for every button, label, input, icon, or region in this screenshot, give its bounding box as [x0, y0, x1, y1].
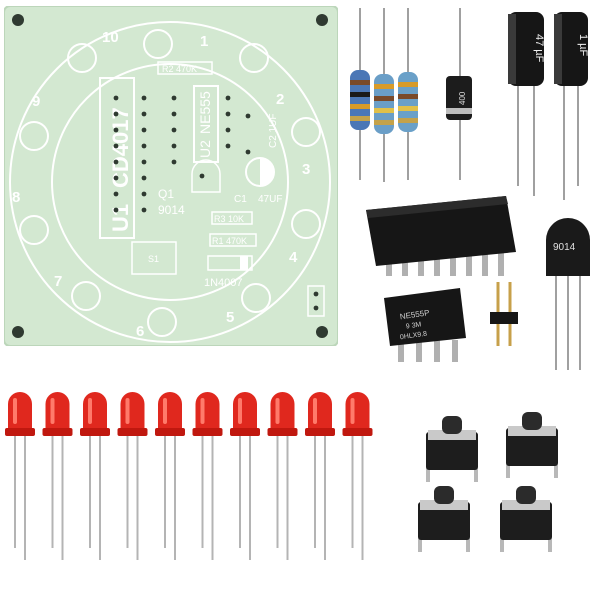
u1-reference: U1: [108, 204, 133, 232]
switch-group: [418, 412, 558, 552]
led-ring-inner: [51, 63, 289, 301]
ic-ne555-line3: 0HLX9.8: [400, 331, 428, 342]
red-led: [305, 392, 335, 560]
mount-hole: [316, 14, 328, 26]
led-number-4: 4: [289, 249, 298, 266]
r1-label: R1 470K: [212, 236, 247, 246]
led-number-2: 2: [276, 91, 284, 108]
resistor: [350, 8, 370, 180]
through-holes: [113, 95, 251, 213]
led-number-10: 10: [102, 29, 119, 46]
r3-label: R3 10K: [214, 214, 244, 224]
r2-label: R2 470K: [162, 64, 197, 74]
r2-outline: [157, 61, 213, 75]
q1-reference: Q1: [158, 187, 174, 201]
d1-outline: [207, 255, 253, 271]
capacitor-small-value: 1 µF: [577, 34, 589, 57]
resistor: [398, 8, 418, 180]
u1-part-label: CD4017: [108, 107, 133, 188]
diode: 400: [446, 8, 472, 180]
transistor-9014: 9014: [546, 218, 590, 370]
c2-label: C2 1UF: [268, 114, 279, 148]
led-number-5: 5: [226, 309, 234, 326]
led-number-1: 1: [200, 33, 208, 50]
resistor: [374, 8, 394, 182]
mount-hole: [12, 326, 24, 338]
r3-outline: [211, 211, 253, 225]
transistor-label: 9014: [553, 242, 576, 253]
led-number-3: 3: [302, 161, 310, 178]
capacitor-large-value: 47 µF: [533, 34, 545, 63]
s1-outline: [131, 241, 177, 275]
led-number-6: 6: [136, 323, 144, 340]
capacitor-small: 1 µF: [554, 12, 589, 200]
tactile-switch: [506, 412, 558, 478]
tactile-switch: [500, 486, 552, 552]
u1-outline: [99, 77, 135, 239]
red-led: [267, 392, 298, 560]
diode-label: 1N4007: [204, 277, 243, 289]
ic-ne555: NE555P 9 3M 0HLX9.8: [384, 288, 466, 362]
q1-outline: [191, 159, 221, 193]
led-footprints: [19, 29, 321, 337]
led-number-8: 8: [12, 189, 20, 206]
diode-body-text: 400: [458, 91, 467, 105]
u2-outline: [193, 85, 219, 163]
u2-reference: U2: [197, 140, 213, 158]
c1-value: 47UF: [258, 194, 282, 205]
ic-cd4017: [366, 196, 516, 276]
c1-label: C1: [234, 194, 247, 205]
r1-outline: [209, 233, 257, 247]
red-led: [230, 392, 260, 560]
pin-header: [490, 282, 518, 346]
ic-ne555-line2: 9 3M: [405, 321, 422, 330]
led-ring-outer: [9, 21, 331, 343]
mount-hole: [12, 14, 24, 26]
s1-label: S1: [148, 254, 159, 264]
pcb-board: 1 2 3 4 5 6 7 8 9 10 U1 CD4017 U2 NE555 …: [4, 6, 338, 346]
led-number-9: 9: [32, 93, 40, 110]
tactile-switch: [418, 486, 470, 552]
led-row: [5, 392, 373, 560]
c1-polarity-mark: [260, 158, 274, 186]
tactile-switch: [426, 416, 478, 482]
led-number-7: 7: [54, 273, 62, 290]
red-led: [155, 392, 185, 560]
red-led: [342, 392, 373, 560]
q1-part-label: 9014: [158, 203, 185, 217]
power-header-outline: [307, 285, 325, 317]
red-led: [80, 392, 110, 560]
red-led: [5, 392, 35, 560]
capacitor-large: 47 µF: [508, 12, 545, 196]
mount-hole: [316, 326, 328, 338]
ic-ne555-line1: NE555P: [399, 308, 430, 321]
u2-part-label: NE555: [197, 91, 213, 134]
red-led: [192, 392, 223, 560]
red-led: [42, 392, 73, 560]
red-led: [117, 392, 148, 560]
